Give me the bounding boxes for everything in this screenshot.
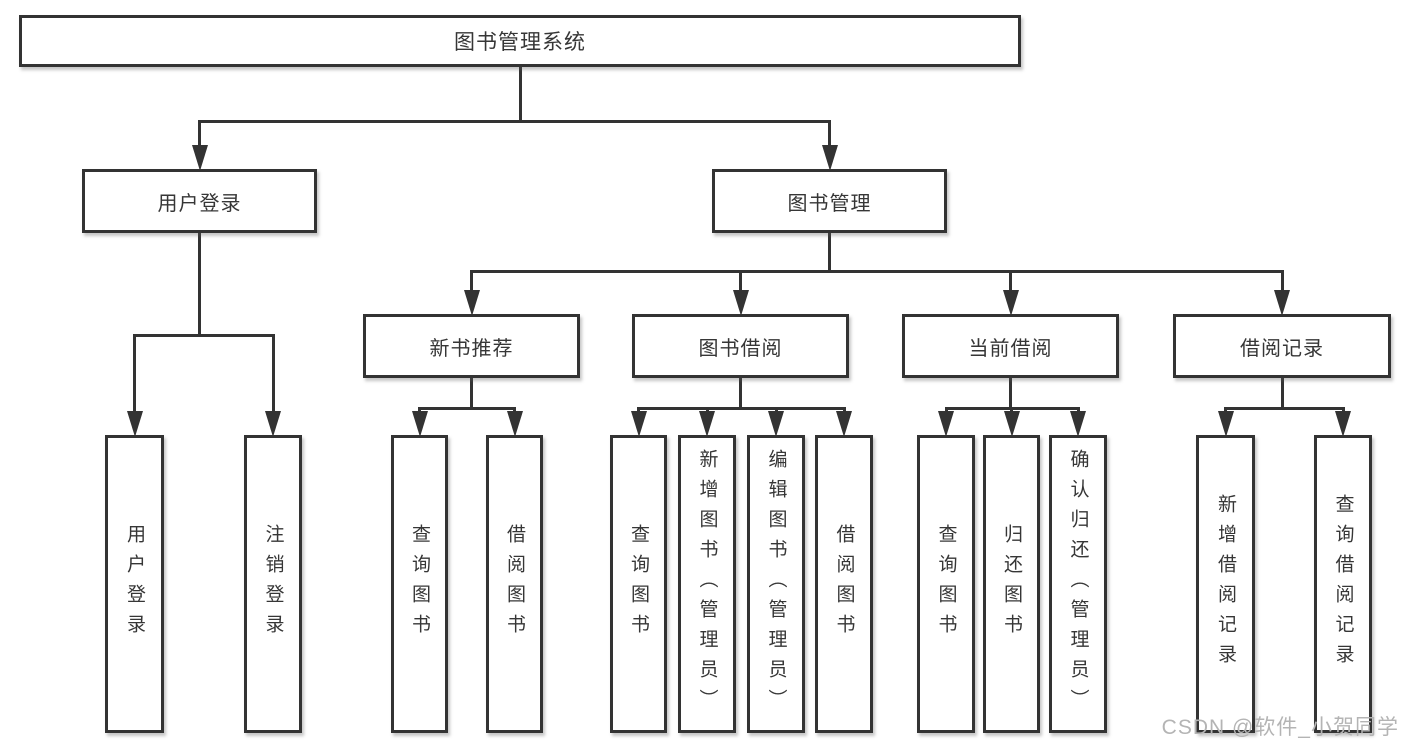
- arrowhead-down-icon: [732, 290, 749, 316]
- connector-line: [518, 67, 522, 123]
- arrowhead-down-icon: [768, 411, 784, 437]
- arrowhead-down-icon: [1217, 411, 1234, 437]
- csdn-watermark: CSDN @软件_小贺同学: [1161, 716, 1399, 739]
- query-books-leaf-3: 查询图书: [917, 435, 975, 733]
- connector-line: [739, 378, 742, 410]
- connector-line: [198, 120, 831, 123]
- connector-line: [828, 120, 831, 159]
- borrowing-records-node: 借阅记录: [1173, 314, 1391, 378]
- library-management-system-node: 图书管理系统: [19, 15, 1021, 67]
- borrow-books-leaf-1: 借阅图书: [486, 435, 543, 733]
- arrowhead-down-icon: [1003, 411, 1020, 437]
- connector-line: [418, 407, 516, 410]
- arrowhead-down-icon: [411, 411, 428, 437]
- user-login-leaf: 用户登录: [105, 435, 164, 733]
- connector-line: [1280, 270, 1284, 304]
- connector-line: [470, 270, 473, 304]
- borrow-books-leaf-2: 借阅图书: [815, 435, 873, 733]
- connector-line: [1224, 407, 1345, 410]
- connector-line: [828, 233, 831, 273]
- user-login-node: 用户登录: [82, 169, 317, 233]
- arrowhead-down-icon: [699, 411, 715, 437]
- arrowhead-down-icon: [1274, 290, 1290, 316]
- confirm-return-admin-leaf: 确认归还（管理员）: [1049, 435, 1107, 733]
- connector-line: [470, 378, 473, 410]
- connector-line: [198, 233, 201, 337]
- add-books-admin-leaf: 新增图书（管理员）: [678, 435, 736, 733]
- current-borrowing-node: 当前借阅: [902, 314, 1119, 378]
- logout-leaf: 注销登录: [244, 435, 302, 733]
- connector-line: [133, 334, 136, 425]
- add-borrow-record-leaf: 新增借阅记录: [1196, 435, 1255, 733]
- connector-line: [133, 334, 275, 337]
- connector-line: [1009, 378, 1012, 410]
- edit-books-admin-leaf: 编辑图书（管理员）: [747, 435, 805, 733]
- query-borrow-record-leaf: 查询借阅记录: [1314, 435, 1372, 733]
- connector-line: [1280, 378, 1284, 410]
- arrowhead-down-icon: [463, 290, 480, 316]
- arrowhead-down-icon: [938, 411, 954, 437]
- query-books-leaf-1: 查询图书: [391, 435, 448, 733]
- arrowhead-down-icon: [1335, 411, 1351, 437]
- arrowhead-down-icon: [506, 411, 523, 437]
- return-books-leaf: 归还图书: [983, 435, 1040, 733]
- arrowhead-down-icon: [1002, 290, 1019, 316]
- arrowhead-down-icon: [191, 145, 208, 171]
- arrowhead-down-icon: [630, 411, 647, 437]
- connector-line: [470, 270, 1284, 273]
- arrowhead-down-icon: [265, 411, 281, 437]
- new-book-recommendation-node: 新书推荐: [363, 314, 580, 378]
- query-books-leaf-2: 查询图书: [610, 435, 667, 733]
- connector-line: [637, 407, 846, 410]
- book-borrowing-node: 图书借阅: [632, 314, 849, 378]
- book-management-node: 图书管理: [712, 169, 947, 233]
- connector-line: [739, 270, 742, 304]
- arrowhead-down-icon: [126, 411, 143, 437]
- arrowhead-down-icon: [1070, 411, 1086, 437]
- connector-line: [1009, 270, 1012, 304]
- arrowhead-down-icon: [821, 145, 838, 171]
- connector-line: [198, 120, 201, 159]
- connector-line: [271, 334, 275, 425]
- arrowhead-down-icon: [836, 411, 852, 437]
